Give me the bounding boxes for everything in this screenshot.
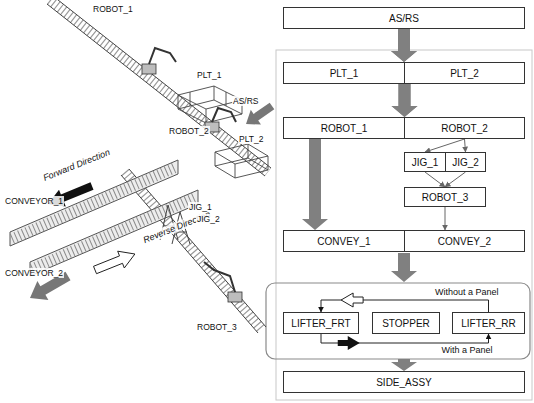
- rail-ties: [50, 0, 268, 172]
- connector: [391, 29, 417, 62]
- process-box: SIDE_ASSY: [283, 371, 525, 393]
- process-box: ROBOT_1: [283, 117, 405, 139]
- process-box: ROBOT_2: [404, 117, 525, 139]
- connector: [391, 29, 417, 62]
- box-text: STOPPER: [382, 318, 430, 329]
- connector: [392, 84, 418, 117]
- part-label: PLT_2: [238, 134, 264, 144]
- box-text: ROBOT_2: [441, 123, 488, 134]
- part-label: CONVEYOR_2: [4, 268, 64, 278]
- connector: [425, 172, 445, 187]
- connector: [392, 84, 418, 117]
- process-box: CONVEY_2: [404, 230, 525, 252]
- box-text: PLT_2: [450, 68, 479, 79]
- robot: [142, 48, 176, 74]
- process-box: LIFTER_RR: [452, 312, 525, 334]
- process-box: CONVEY_1: [283, 230, 405, 252]
- part-label: ROBOT_3: [196, 322, 238, 332]
- part-label: Forward Direction: [41, 147, 112, 184]
- part-label: ROBOT_2: [168, 126, 210, 136]
- box-text: ROBOT_3: [422, 192, 469, 203]
- process-box: STOPPER: [372, 312, 440, 334]
- box-text: LIFTER_FRT: [291, 318, 350, 329]
- connector: [425, 139, 465, 152]
- box-text: SIDE_ASSY: [376, 377, 432, 388]
- process-box: PLT_1: [283, 62, 405, 84]
- box-text: CONVEY_1: [317, 236, 370, 247]
- edge-label: Without a Panel: [433, 287, 501, 298]
- part-label: ROBOT_1: [92, 4, 134, 14]
- box-text: PLT_1: [330, 68, 359, 79]
- part-label: JIG_1: [188, 202, 213, 212]
- edge-label: With a Panel: [439, 345, 494, 356]
- process-box: JIG_2: [445, 152, 486, 172]
- box-text: JIG_2: [452, 157, 479, 168]
- lifter-region: [266, 283, 530, 359]
- process-box: LIFTER_FRT: [283, 312, 359, 334]
- block-arrow: [391, 253, 417, 282]
- process-box: AS/RS: [283, 7, 525, 29]
- rail: [47, 4, 265, 176]
- part-label: AS/RS: [232, 96, 260, 106]
- connector: [302, 139, 328, 230]
- box-text: AS/RS: [389, 13, 419, 24]
- box-text: LIFTER_RR: [461, 318, 515, 329]
- process-box: PLT_2: [404, 62, 525, 84]
- flow-frame: [276, 50, 532, 400]
- connector: [465, 139, 466, 152]
- part-label: PLT_1: [196, 70, 222, 80]
- box-text: CONVEY_2: [438, 236, 491, 247]
- connector: [445, 172, 466, 187]
- rail: [53, 0, 271, 168]
- box-text: JIG_1: [412, 157, 439, 168]
- process-box: ROBOT_3: [404, 187, 486, 207]
- reverse-arrow: [94, 251, 135, 274]
- part-label: CONVEYOR_1: [4, 196, 64, 206]
- robot: [204, 262, 242, 302]
- box-text: ROBOT_1: [321, 123, 368, 134]
- process-box: JIG_1: [404, 152, 446, 172]
- connector: [445, 207, 446, 230]
- pallet-cage: [215, 144, 268, 178]
- part-label: JIG_2: [196, 214, 221, 224]
- block-arrow: [391, 359, 417, 371]
